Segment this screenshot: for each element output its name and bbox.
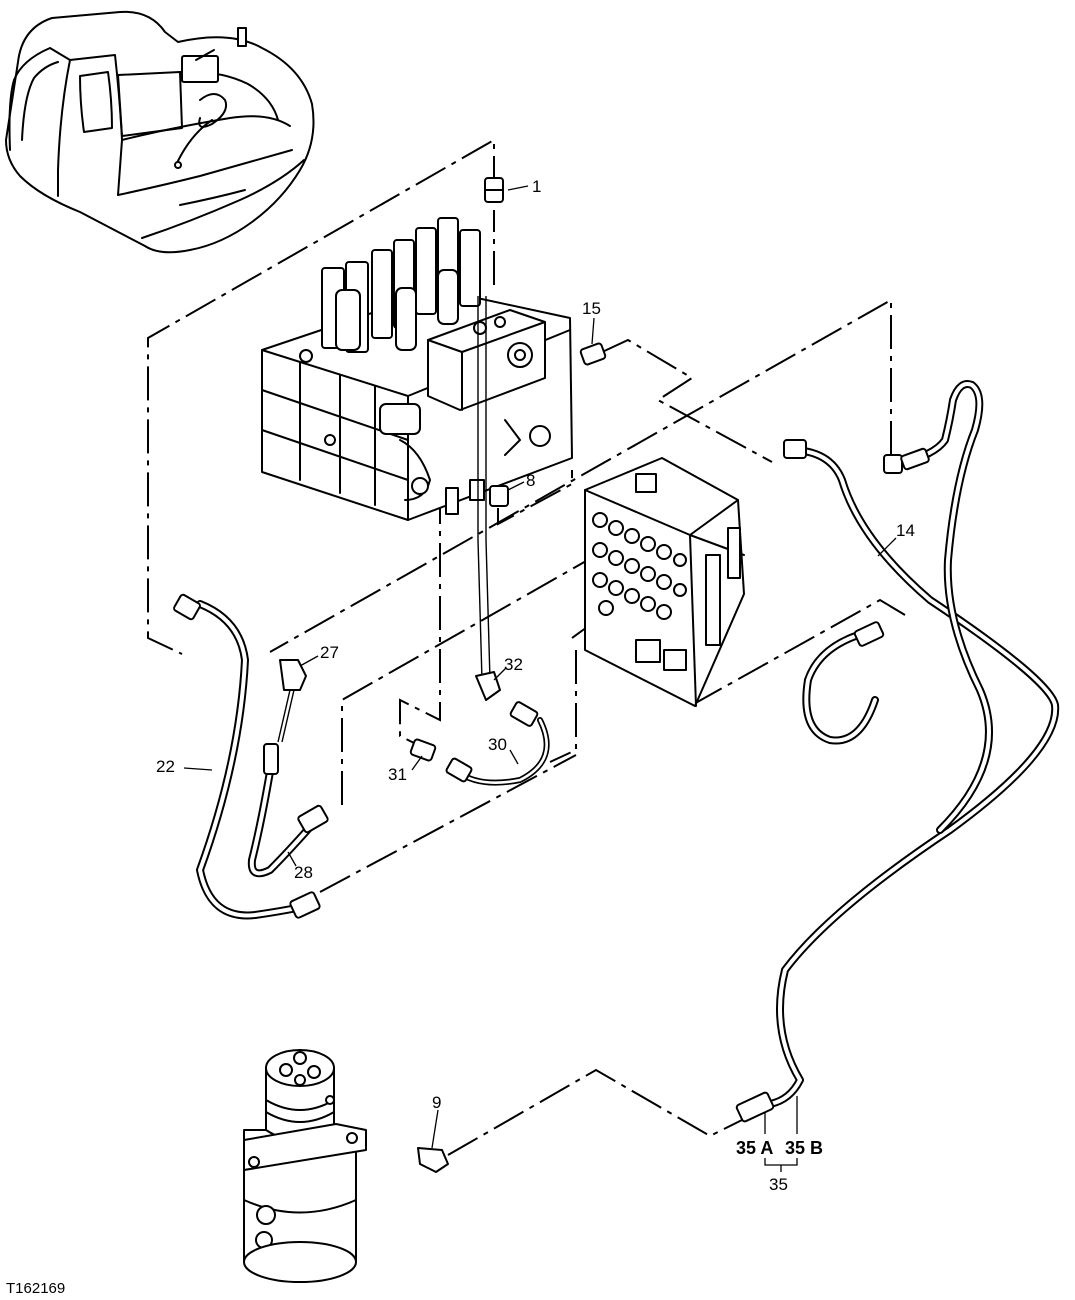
- hose-28: [247, 756, 322, 878]
- callout-15: 15: [582, 299, 601, 318]
- fitting-8: [489, 485, 509, 507]
- figure-id: T162169: [6, 1280, 65, 1297]
- callouts: 1 15 8 14 27 32 22 30 31 28 9 35 A 35 B …: [156, 177, 915, 1194]
- fitting-15: [579, 342, 607, 366]
- callout-27: 27: [320, 643, 339, 662]
- callout-8: 8: [526, 471, 535, 490]
- callout-35a: 35 A: [736, 1138, 773, 1158]
- fitting-1: [484, 177, 504, 203]
- main-control-valve: [261, 217, 573, 521]
- hose-14: [766, 446, 1060, 1108]
- fitting-32: [475, 671, 501, 701]
- callout-35: 35: [769, 1175, 788, 1194]
- hose-loop: [802, 628, 879, 745]
- callout-22: 22: [156, 757, 175, 776]
- callout-9: 9: [432, 1093, 441, 1112]
- pilot-ports: [592, 512, 687, 620]
- callout-31: 31: [388, 765, 407, 784]
- fitting-27: [279, 659, 307, 691]
- fitting-9: [417, 1147, 449, 1173]
- hose-22: [196, 600, 314, 920]
- callout-30: 30: [488, 735, 507, 754]
- leader-lines: [183, 185, 897, 1172]
- tube-27: [277, 689, 295, 743]
- callout-32: 32: [504, 655, 523, 674]
- routing-lines: [147, 138, 906, 1156]
- pilot-valve-block: [584, 457, 745, 707]
- callout-35b: 35 B: [785, 1138, 823, 1158]
- callout-14: 14: [896, 521, 915, 540]
- excavator-locator-illustration: [5, 10, 315, 254]
- fitting-31: [409, 738, 437, 762]
- center-joint: [243, 1049, 367, 1283]
- callout-1: 1: [532, 177, 541, 196]
- tube-vertical: [477, 296, 491, 681]
- valve-spools: [321, 217, 481, 353]
- fittings: [173, 177, 930, 1173]
- tube-30: [455, 717, 550, 786]
- callout-28: 28: [294, 863, 313, 882]
- hose-14-return: [894, 380, 993, 834]
